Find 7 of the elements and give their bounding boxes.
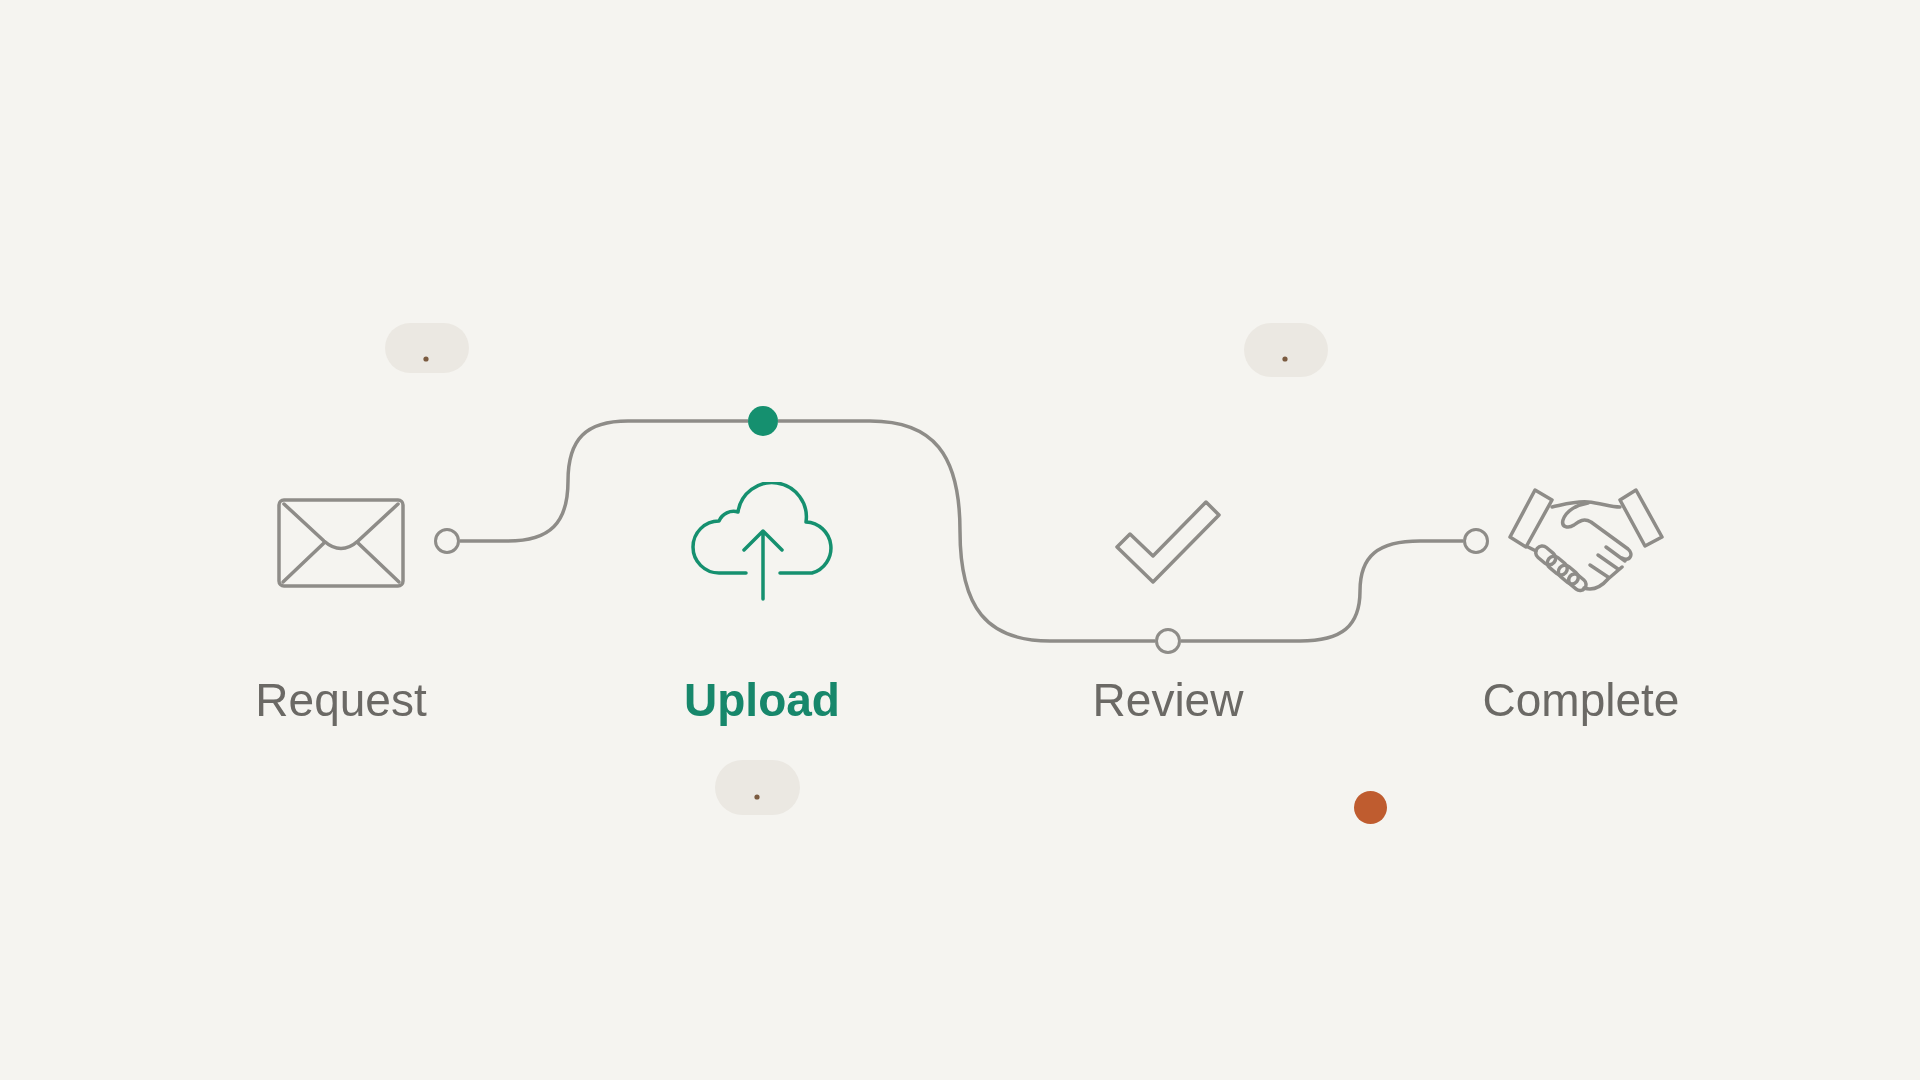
- ring-marker: [1155, 628, 1181, 654]
- connector-line: [1181, 539, 1463, 643]
- connector-line: [460, 419, 748, 543]
- step-label: Review: [1092, 677, 1244, 723]
- connector-line: [778, 419, 1155, 643]
- ring-marker: [434, 528, 460, 554]
- ring-marker: [1463, 528, 1489, 554]
